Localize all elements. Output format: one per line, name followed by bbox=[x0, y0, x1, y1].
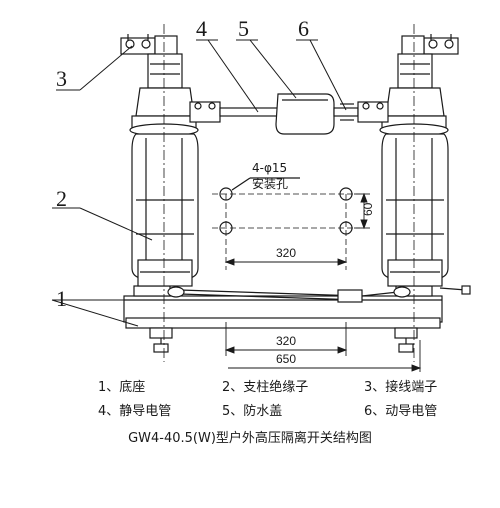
legend-num: 6、 bbox=[364, 404, 386, 419]
mounting-hole bbox=[219, 221, 233, 235]
mounting-holes bbox=[212, 177, 360, 270]
legend-item-3: 3、接线端子 bbox=[364, 376, 437, 395]
legend-num: 4、 bbox=[98, 404, 120, 419]
legend-text: 接线端子 bbox=[385, 380, 438, 395]
legend-num: 3、 bbox=[364, 380, 386, 395]
legend-num: 1、 bbox=[98, 380, 120, 395]
hole-note-count: 4-φ15 bbox=[252, 161, 287, 175]
dim-base-650: 650 bbox=[276, 352, 296, 366]
callout-1: 1 bbox=[56, 286, 67, 311]
legend-item-1: 1、底座 bbox=[98, 376, 145, 395]
legend-text: 防水盖 bbox=[243, 404, 283, 419]
legend-item-2: 2、支柱绝缘子 bbox=[222, 376, 308, 395]
dim-base-320: 320 bbox=[276, 334, 296, 348]
callout-leaders bbox=[51, 39, 347, 327]
callout-6: 6 bbox=[298, 16, 309, 41]
mounting-hole bbox=[339, 221, 353, 235]
dim-top-320: 320 bbox=[276, 246, 296, 260]
callout-2: 2 bbox=[56, 186, 67, 211]
legend-text: 静导电管 bbox=[119, 404, 172, 419]
legend-num: 5、 bbox=[222, 404, 244, 419]
legend-item-6: 6、动导电管 bbox=[364, 400, 437, 419]
mounting-hole bbox=[219, 187, 233, 201]
base-frame bbox=[123, 285, 443, 353]
dimension-lines bbox=[224, 192, 422, 372]
diagram-caption: GW4-40.5(W)型户外高压隔离开关结构图 bbox=[128, 431, 372, 446]
conducting-arm bbox=[189, 93, 389, 135]
dim-60: 60 bbox=[361, 202, 375, 216]
legend-item-5: 5、防水盖 bbox=[222, 400, 282, 419]
legend-text: 动导电管 bbox=[385, 404, 438, 419]
left-pole bbox=[120, 24, 199, 362]
callout-3: 3 bbox=[56, 66, 67, 91]
callout-4: 4 bbox=[196, 16, 207, 41]
legend-text: 底座 bbox=[119, 380, 146, 395]
right-pole bbox=[379, 24, 459, 362]
legend-num: 2、 bbox=[222, 380, 244, 395]
legend-item-4: 4、静导电管 bbox=[98, 400, 171, 419]
callout-5: 5 bbox=[238, 16, 249, 41]
operating-linkage bbox=[167, 285, 471, 303]
mounting-hole bbox=[339, 187, 353, 201]
hole-note-label: 安装孔 bbox=[252, 176, 288, 191]
legend-text: 支柱绝缘子 bbox=[243, 380, 309, 395]
